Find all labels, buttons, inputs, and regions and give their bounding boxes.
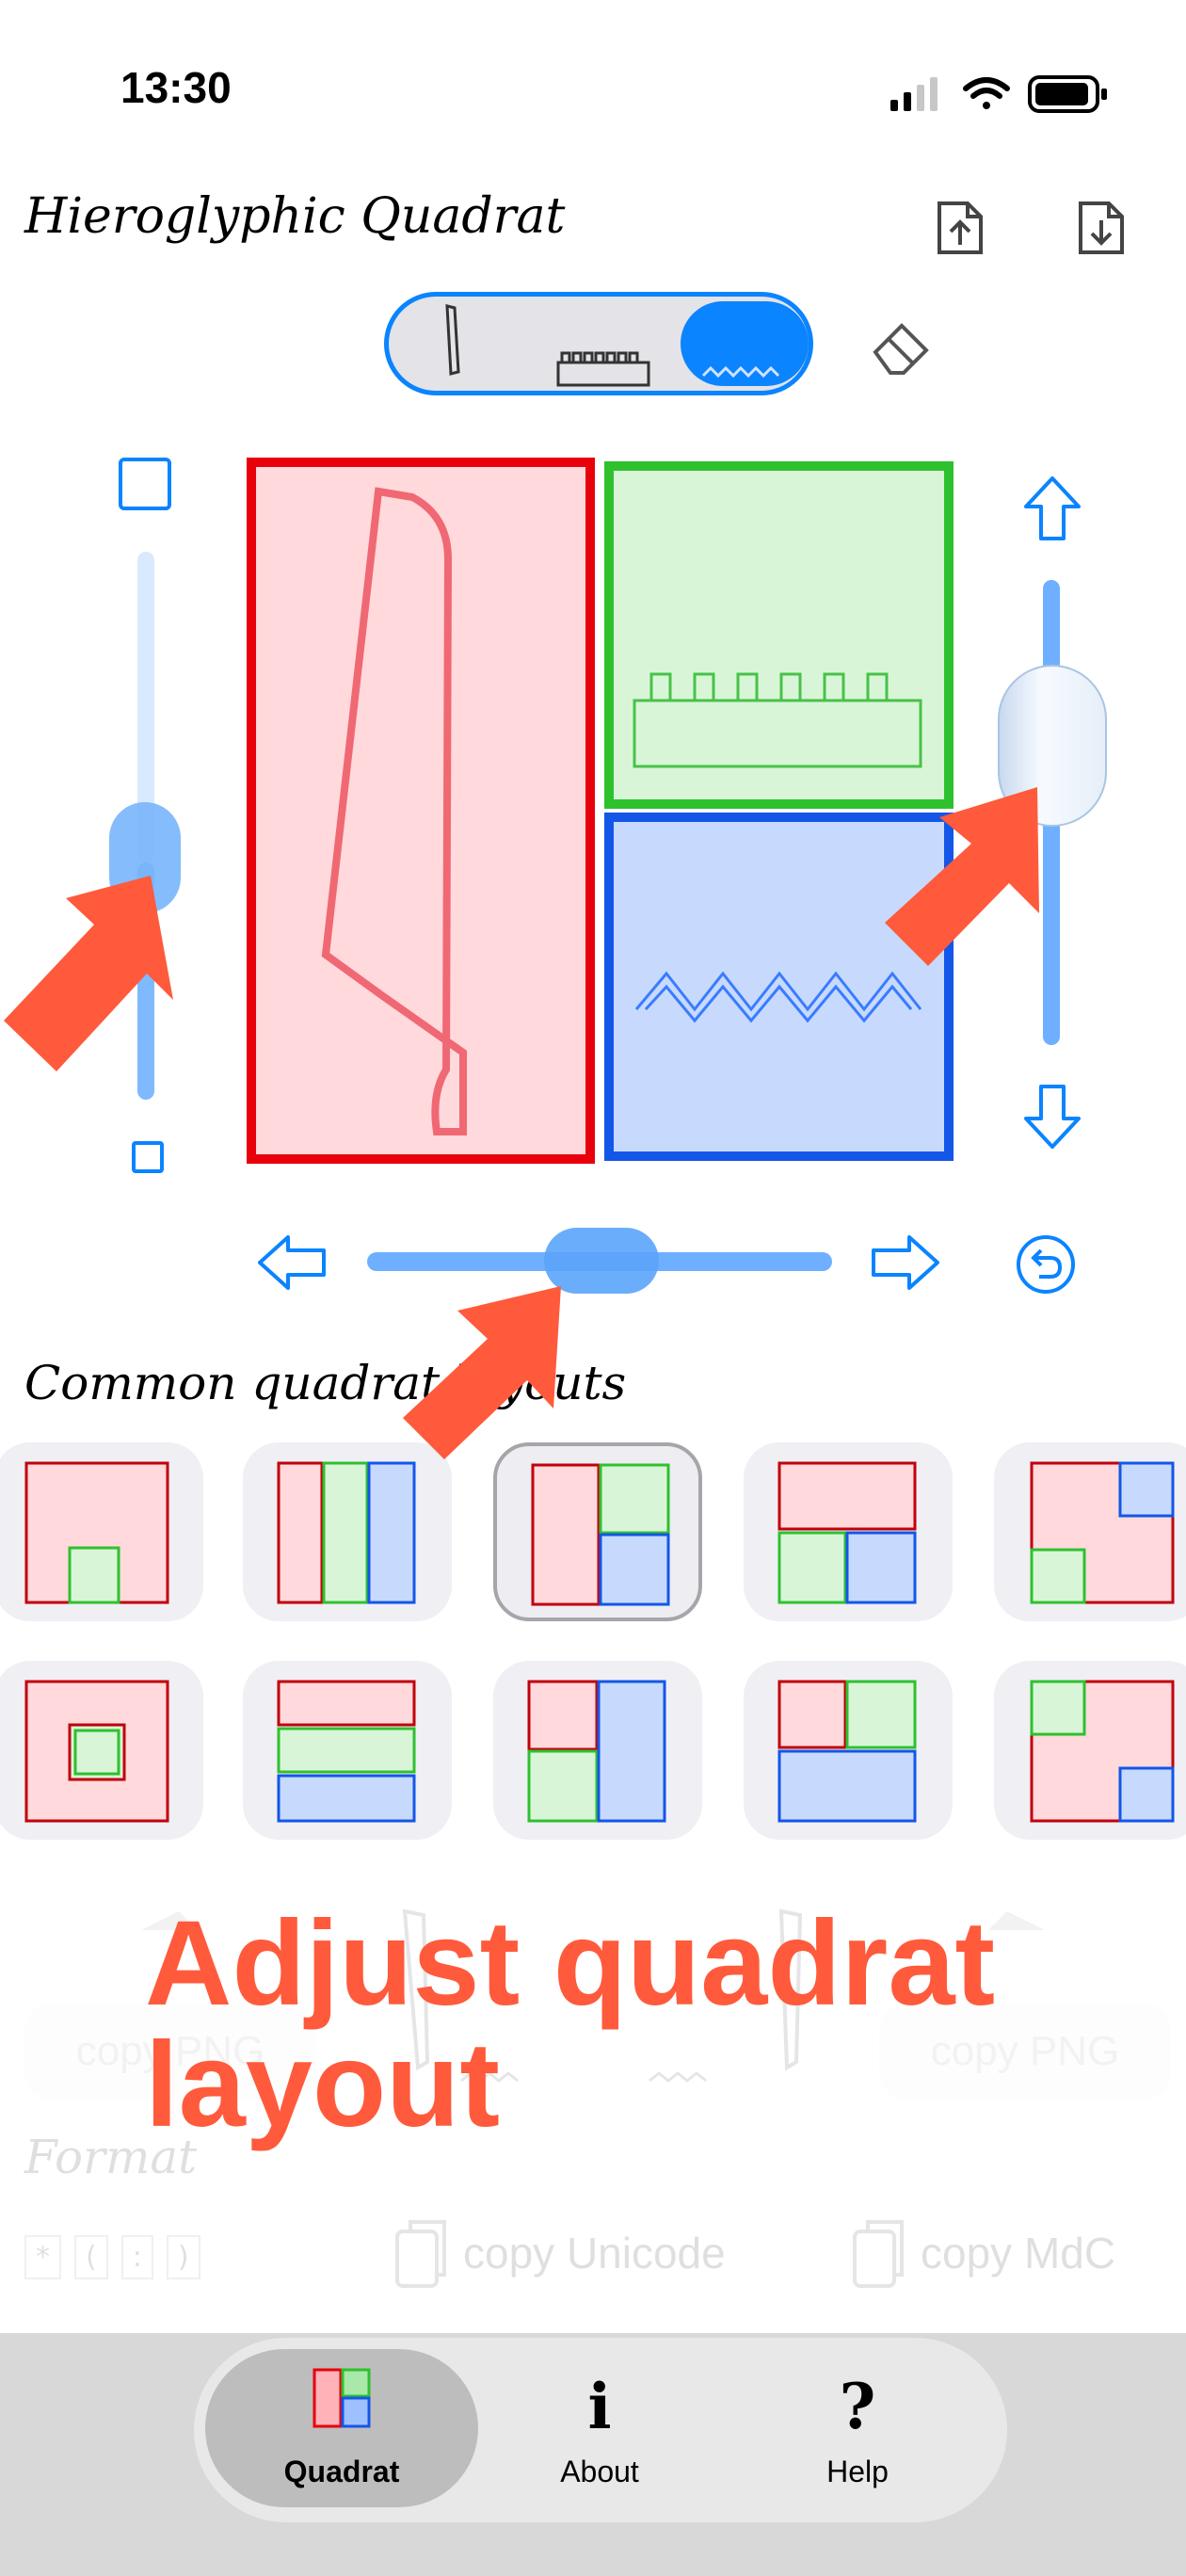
callout-arrow-right xyxy=(885,787,1039,966)
battery-icon xyxy=(1028,75,1107,113)
preview-area xyxy=(122,1892,1064,2090)
tab-quadrat[interactable]: Quadrat xyxy=(205,2349,478,2507)
info-icon: i xyxy=(587,2370,612,2443)
help-icon: ? xyxy=(839,2370,876,2443)
export-icon xyxy=(938,201,983,254)
water-glyph-mini xyxy=(701,365,780,378)
copy-icon xyxy=(395,2220,446,2288)
move-down-button[interactable] xyxy=(1022,1083,1082,1151)
glyph-selector[interactable] xyxy=(384,292,813,395)
layout-tile-6[interactable] xyxy=(0,1661,203,1840)
eraser-button[interactable] xyxy=(868,314,934,375)
format-token: * xyxy=(24,2235,61,2279)
export-button[interactable] xyxy=(934,200,986,256)
import-button[interactable] xyxy=(1075,200,1128,256)
layout-tile-1[interactable] xyxy=(0,1442,203,1621)
callout-line-2: layout xyxy=(145,2018,500,2153)
mat-glyph-mini xyxy=(556,351,650,387)
callout-arrow-left xyxy=(4,876,173,1071)
wifi-icon xyxy=(963,77,1010,109)
format-title: Format xyxy=(24,2130,198,2184)
arrow-down-icon xyxy=(1024,1085,1081,1149)
tab-help-label: Help xyxy=(826,2455,889,2488)
arrow-up-icon xyxy=(1024,476,1081,540)
callout-line-1: Adjust quadrat xyxy=(145,1896,996,2031)
signal-icon xyxy=(890,77,938,111)
quadrat-top-right-cell xyxy=(604,461,954,809)
tab-help[interactable]: ? Help xyxy=(721,2349,994,2507)
format-token: ( xyxy=(74,2235,108,2279)
knife-glyph xyxy=(321,487,467,1135)
layout-tile-8[interactable] xyxy=(493,1661,702,1840)
format-token: : xyxy=(120,2235,153,2279)
callout-text: Adjust quadrat layout xyxy=(145,1894,995,2154)
layout-tile-4[interactable] xyxy=(744,1442,953,1621)
size-small-button[interactable] xyxy=(132,1141,164,1173)
layout-tile-5[interactable] xyxy=(994,1442,1186,1621)
tab-quadrat-label: Quadrat xyxy=(283,2455,400,2488)
app-title: Hieroglyphic Quadrat xyxy=(24,188,566,245)
copy-unicode-label: copy Unicode xyxy=(463,2229,726,2278)
copy-mdc-button[interactable]: copy MdC xyxy=(851,2216,1115,2290)
layout-tile-7[interactable] xyxy=(243,1661,452,1840)
move-left-button[interactable] xyxy=(256,1233,328,1292)
size-large-button[interactable] xyxy=(119,458,171,510)
status-time: 13:30 xyxy=(120,63,232,112)
move-right-button[interactable] xyxy=(870,1233,941,1292)
copy-png-right-button[interactable]: copy PNG xyxy=(879,2004,1171,2100)
layout-tile-2[interactable] xyxy=(243,1442,452,1621)
status-icons xyxy=(889,72,1111,121)
copy-mdc-label: copy MdC xyxy=(921,2229,1116,2278)
copy-png-left-button[interactable]: copy PNG xyxy=(24,2004,316,2100)
knife-glyph-mini xyxy=(445,304,460,376)
format-tokens: * ( : ) xyxy=(24,2235,200,2279)
layout-tile-9[interactable] xyxy=(744,1661,953,1840)
copy-unicode-button[interactable]: copy Unicode xyxy=(393,2216,726,2290)
horizontal-slider-thumb[interactable] xyxy=(544,1228,659,1294)
layout-tile-10[interactable] xyxy=(994,1661,1186,1840)
move-up-button[interactable] xyxy=(1022,475,1082,542)
reset-button[interactable] xyxy=(1015,1233,1077,1296)
glyph-selector-knob xyxy=(681,301,809,386)
format-token: ) xyxy=(166,2235,200,2279)
arrow-left-icon xyxy=(258,1235,326,1290)
water-glyph xyxy=(634,971,922,1023)
callout-arrow-bottom xyxy=(403,1286,561,1459)
arrow-right-icon xyxy=(872,1235,939,1290)
slider-track-upper xyxy=(137,552,154,862)
quadrat-canvas[interactable] xyxy=(247,458,956,1171)
mat-glyph xyxy=(633,672,922,768)
eraser-icon xyxy=(873,323,929,375)
layout-tile-3[interactable] xyxy=(493,1442,702,1621)
tab-about-label: About xyxy=(560,2455,639,2488)
quadrat-left-cell xyxy=(247,458,595,1164)
import-icon xyxy=(1079,201,1124,254)
tab-about[interactable]: i About xyxy=(463,2349,736,2507)
copy-icon xyxy=(853,2220,904,2288)
reset-icon xyxy=(1017,1235,1075,1294)
quadrat-tab-icon xyxy=(313,2368,371,2428)
